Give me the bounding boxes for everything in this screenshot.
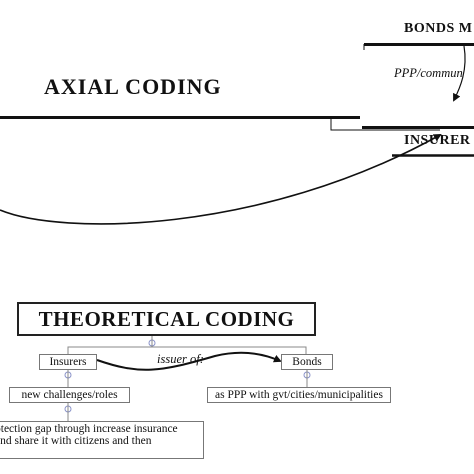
node-insurers[interactable]: Insurers <box>39 354 97 370</box>
relation-label-issuer-of: issuer of: <box>157 352 204 366</box>
issuer-relation-arrow <box>96 351 282 371</box>
node-protection-gap-line2: and share it with citizens and then <box>0 435 152 447</box>
node-protection-gap[interactable]: otection gap through increase insurance … <box>0 421 204 459</box>
axial-coding-title: AXIAL CODING <box>44 74 222 99</box>
node-bonds[interactable]: Bonds <box>281 354 333 370</box>
bonds-market-label: BONDS M <box>404 21 473 36</box>
node-protection-gap-line1: otection gap through increase insurance <box>0 423 178 435</box>
insurer-bracket <box>330 119 440 131</box>
ppp-communities-label: PPP/commun <box>394 66 463 80</box>
long-curve-arrow <box>0 134 442 225</box>
node-new-challenges-roles[interactable]: new challenges/roles <box>9 387 130 403</box>
theoretical-coding-title: THEORETICAL CODING <box>17 302 316 336</box>
node-ppp-with-gvt[interactable]: as PPP with gvt/cities/municipalities <box>207 387 391 403</box>
insurer-label: INSURER <box>404 133 471 148</box>
title-to-children-bracket <box>67 346 307 354</box>
bonds-to-insurer-arrow <box>453 45 466 102</box>
